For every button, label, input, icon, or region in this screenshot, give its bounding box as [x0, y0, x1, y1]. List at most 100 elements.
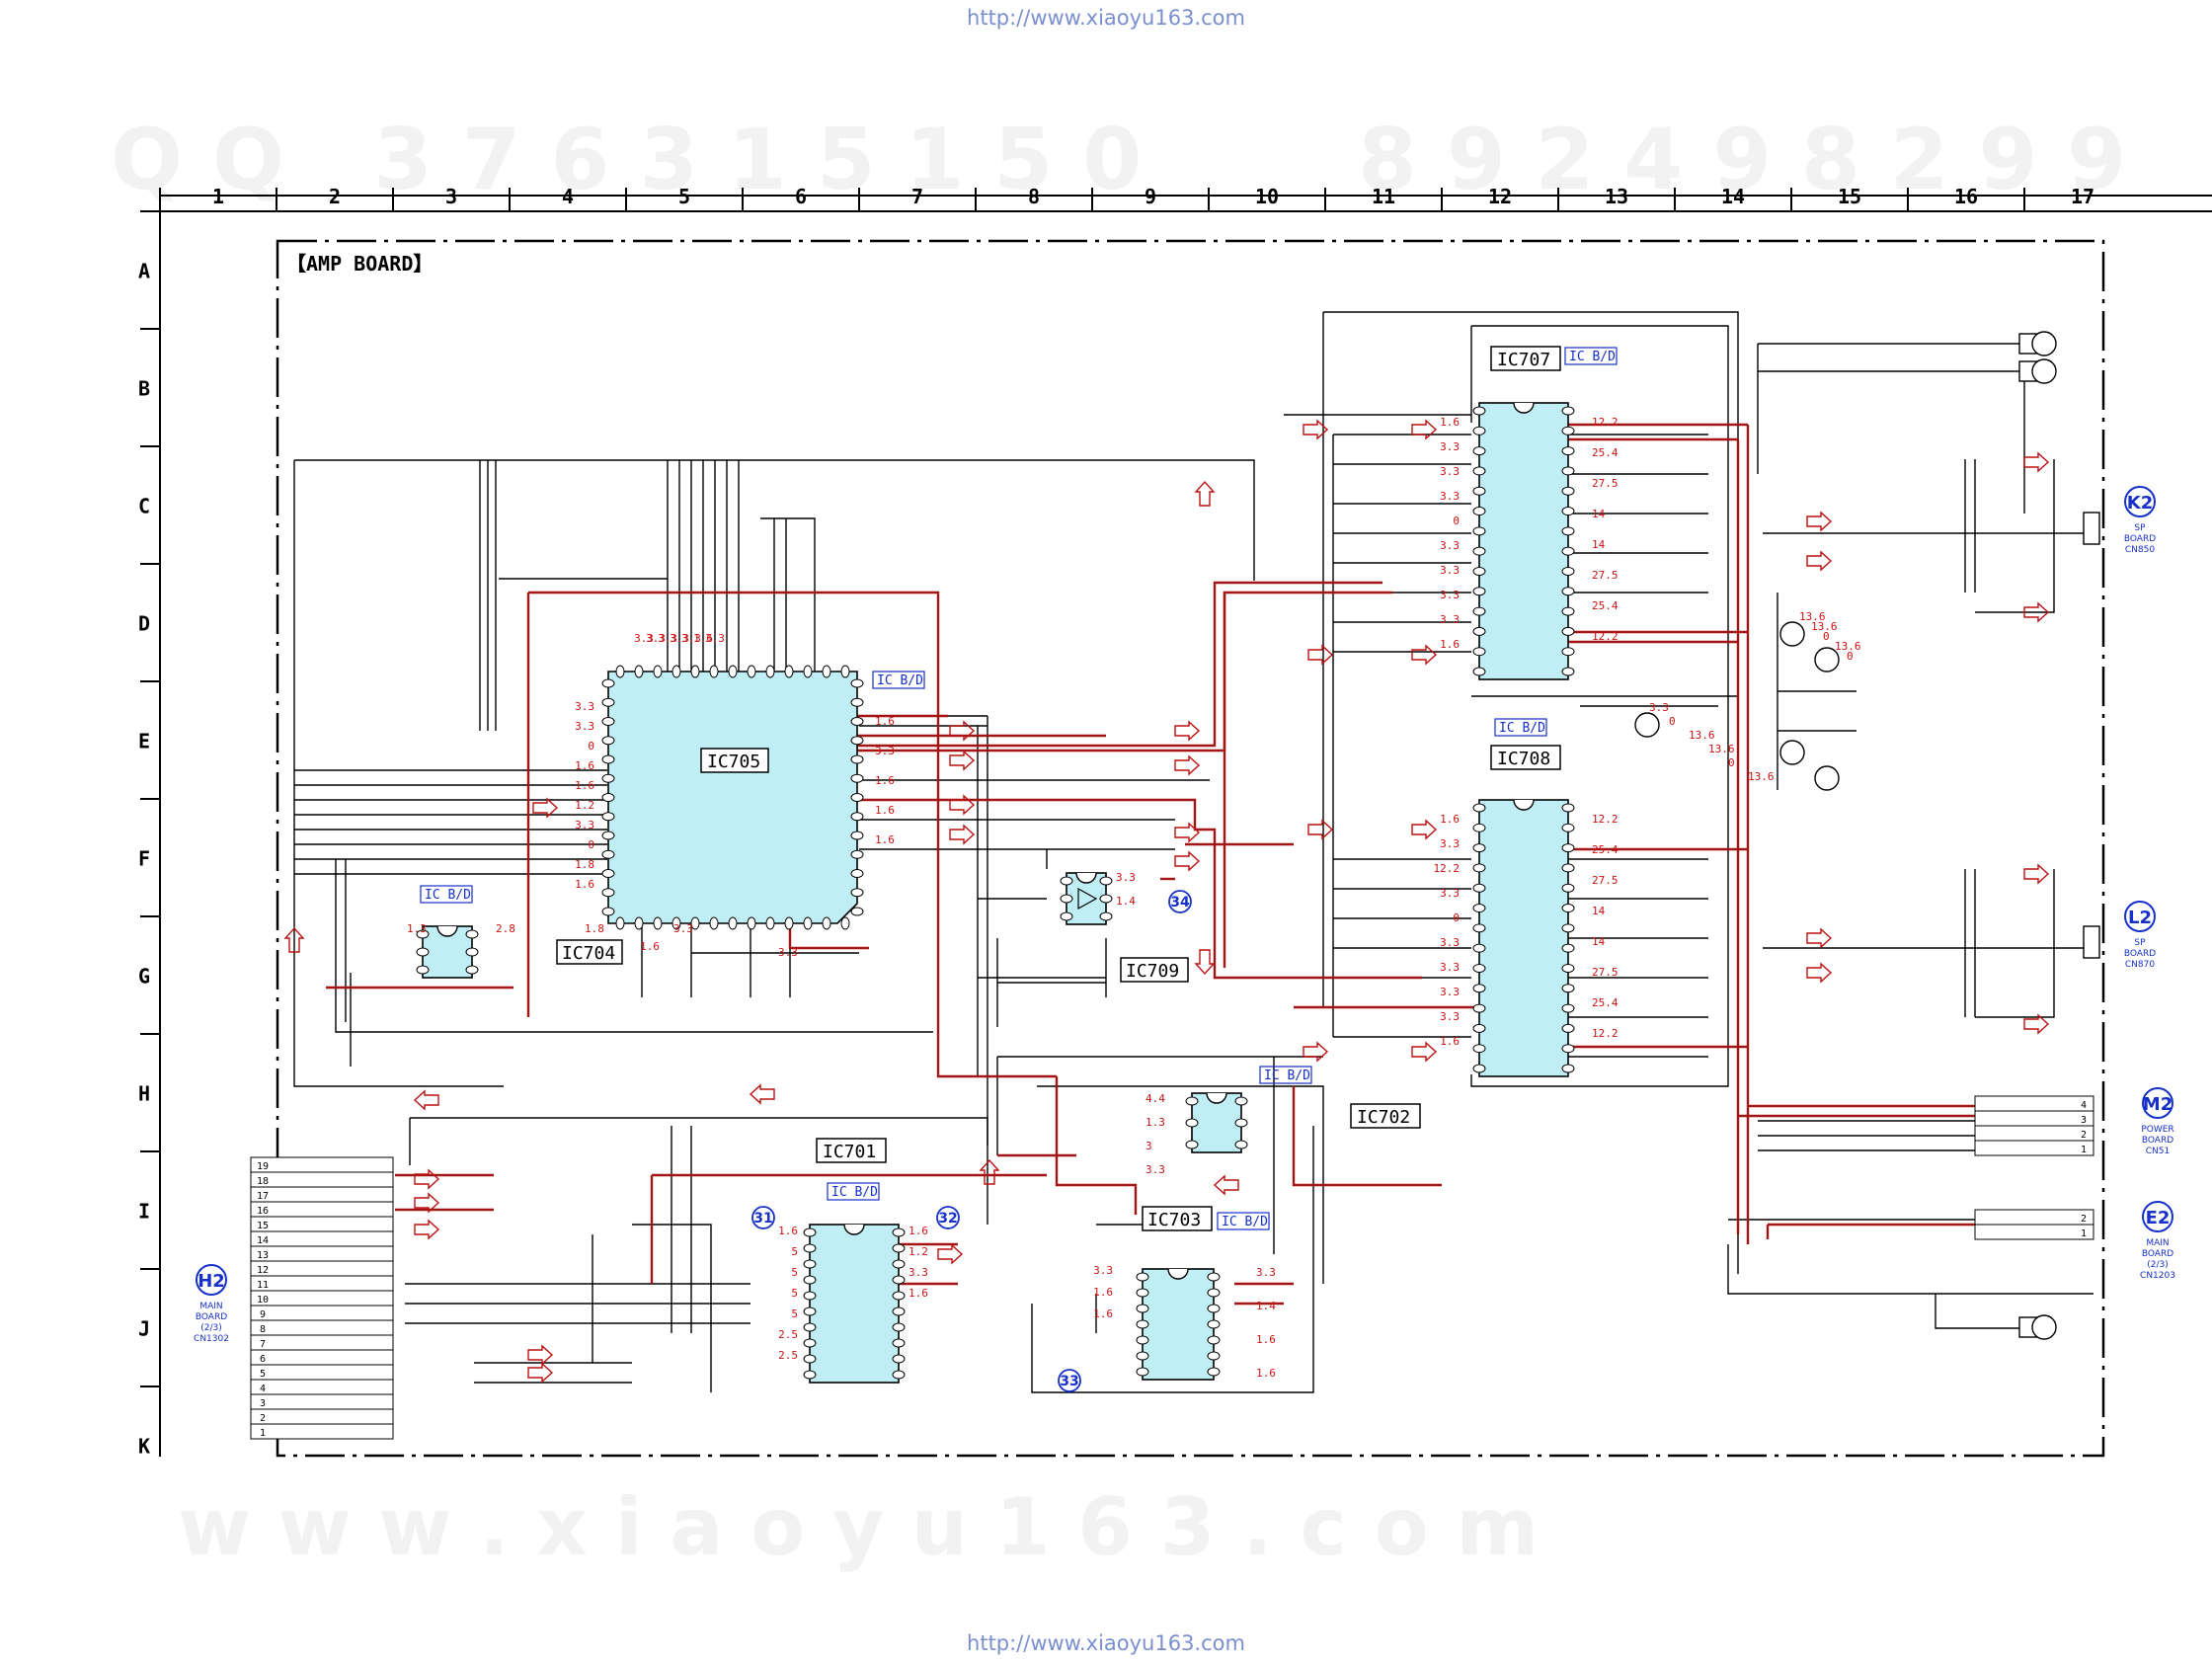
watermark-site: w w w . x i a o y u 1 6 3 . c o m [178, 1481, 1539, 1573]
row-label-K: K [138, 1435, 150, 1459]
signal-arrow [1411, 819, 1438, 840]
ic707-bd-tag: IC B/D [1569, 350, 1616, 364]
ic705-pin [728, 665, 738, 678]
voltage-tr-d-0: 13.6 [1799, 610, 1826, 623]
signal-arrow [1411, 644, 1438, 666]
ic705-pin [601, 736, 615, 746]
ic705-pin [728, 916, 738, 930]
voltage-ic707-left-3: 3.3 [1440, 490, 1460, 503]
row-label-C: C [138, 495, 150, 518]
watermark-qq-left: Q Q 3 7 6 3 1 5 1 5 0 [111, 111, 1143, 209]
voltage-ic703-right-3: 1.6 [1256, 1367, 1276, 1380]
voltage-ic707-right-1: 25.4 [1592, 446, 1619, 459]
column-label-3: 3 [445, 185, 457, 208]
conn-h2-pins-pin-17: 17 [257, 1191, 269, 1202]
ic708-pin [1561, 1003, 1575, 1013]
grid-frame [140, 195, 2212, 1457]
ic701-pin [892, 1259, 906, 1269]
source-url-top[interactable]: http://www.xiaoyu163.com [967, 6, 1245, 30]
ic707-notch [1513, 402, 1535, 414]
ic708-pin [1561, 1023, 1575, 1033]
ic705-pin [601, 717, 615, 726]
source-url-bottom[interactable]: http://www.xiaoyu163.com [967, 1631, 1245, 1655]
ic703-pin [1207, 1288, 1221, 1298]
ic701-pin [803, 1354, 817, 1364]
voltage-ic705-left-3: 1.6 [575, 759, 594, 772]
ic702-label: IC702 [1357, 1107, 1410, 1128]
voltage-ic707-right-3: 14 [1592, 508, 1606, 520]
ic708-pin [1561, 843, 1575, 853]
signal-arrow [1806, 550, 1833, 572]
signal-arrow [1213, 1174, 1239, 1196]
ic705-pin [601, 849, 615, 859]
conn-h2-pins-cell [250, 1379, 394, 1395]
ic701-pin [803, 1322, 817, 1332]
voltage-ic708-left-2: 12.2 [1434, 862, 1461, 875]
ic703-pin [1207, 1367, 1221, 1377]
column-label-4: 4 [562, 185, 574, 208]
ic705-label: IC705 [707, 752, 760, 772]
voltage-ic707-left-2: 3.3 [1440, 465, 1460, 478]
voltage-ic701-left-3: 5 [791, 1287, 798, 1300]
column-label-2: 2 [329, 185, 341, 208]
signal-arrow [527, 1362, 554, 1384]
voltage-ic703-left-1: 1.6 [1093, 1286, 1113, 1299]
voltage-ic708-left-5: 3.3 [1440, 936, 1460, 949]
column-label-12: 12 [1488, 185, 1512, 208]
ic703-bd-tag: IC B/D [1222, 1215, 1268, 1229]
ic701-pin [892, 1354, 906, 1364]
ic707-pin [1561, 546, 1575, 556]
ic707-pin [1561, 647, 1575, 657]
ic708-pin [1561, 943, 1575, 953]
signal-arrow [1174, 850, 1201, 872]
ic708-pin [1472, 1023, 1486, 1033]
connector-l2-letter: L2 [2128, 908, 2152, 928]
connector-k2-letter: K2 [2127, 493, 2153, 514]
ic707-pin [1561, 587, 1575, 596]
ic701-pin [892, 1291, 906, 1301]
wiring-red [326, 423, 1985, 1306]
column-label-8: 8 [1028, 185, 1040, 208]
signal-arrow [414, 1219, 440, 1240]
ic707-pin [1472, 546, 1486, 556]
ic705-pin [850, 773, 864, 783]
voltage-ic705-top-0: 3.3 [634, 632, 654, 645]
voltage-ic704-3: 3.3 [673, 922, 693, 935]
ic705-pin [850, 754, 864, 764]
ic708-notch [1513, 799, 1535, 811]
ic709-pin [1099, 876, 1113, 886]
watermark-qq-right: 8 9 2 4 9 8 2 9 9 [1358, 111, 2127, 209]
test-point-31: 31 [753, 1211, 772, 1227]
ic705-pin [601, 678, 615, 688]
column-label-6: 6 [795, 185, 807, 208]
ic705-pin [601, 831, 615, 840]
voltage-ic709-1: 1.4 [1116, 895, 1136, 908]
voltage-ic707-left-5: 3.3 [1440, 539, 1460, 552]
test-point-32: 32 [938, 1211, 957, 1227]
conn-h2-pins-pin-16: 16 [257, 1206, 269, 1217]
voltage-ic708-left-4: 0 [1453, 911, 1460, 924]
conn-m2-pins-pin-2: 2 [2081, 1130, 2087, 1141]
voltage-ic707-right-7: 12.2 [1592, 630, 1619, 643]
voltage-ic705-bottom-0: 1.6 [640, 940, 660, 953]
ic707-body [1478, 402, 1569, 680]
ic705-pin [850, 888, 864, 898]
ic708-pin [1472, 843, 1486, 853]
conn-m2-pins-pin-4: 4 [2081, 1100, 2087, 1111]
ic705-pin [803, 665, 813, 678]
ic709-pin [1060, 876, 1073, 886]
ic703-pin [1207, 1272, 1221, 1282]
connector-e2-letter: E2 [2146, 1208, 2171, 1228]
transistors [1634, 621, 1840, 791]
voltage-ic708-left-1: 3.3 [1440, 837, 1460, 850]
voltage-tr-e-3: 13.6 [1708, 743, 1735, 755]
signal-arrow [949, 720, 976, 742]
ic704-notch [436, 925, 458, 937]
voltage-ic701-left-0: 1.6 [778, 1225, 798, 1237]
ic708-pin [1561, 963, 1575, 973]
ic701-pin [803, 1275, 817, 1285]
conn-h2-pins-pin-3: 3 [260, 1398, 266, 1409]
signal-arrow [937, 1243, 964, 1265]
ic709-notch [1075, 872, 1097, 884]
